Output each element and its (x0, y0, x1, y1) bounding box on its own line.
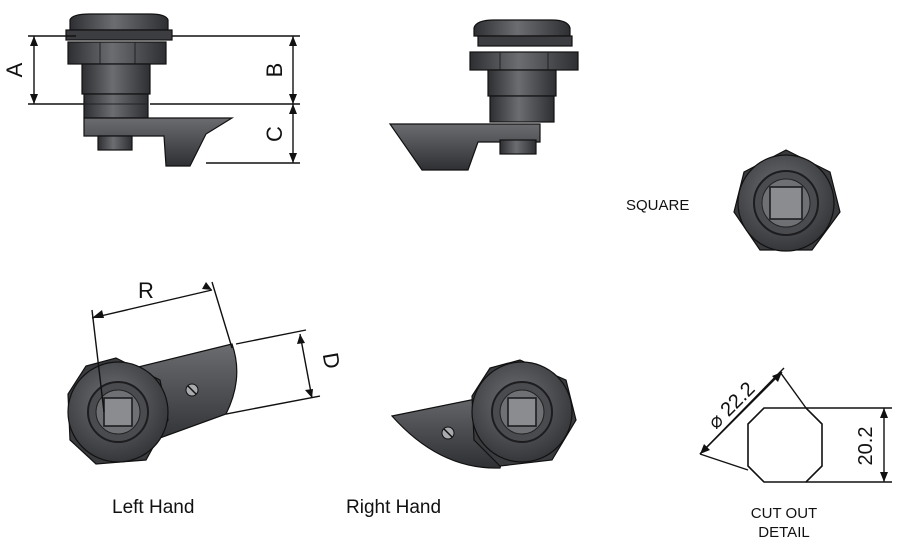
dimension-label-d: D (318, 351, 345, 371)
dimension-d: D (225, 329, 345, 415)
dimension-b-c: B C (150, 35, 300, 164)
left-hand-view (67, 343, 238, 465)
dimension-label-c: C (262, 126, 287, 142)
square-label: SQUARE (626, 197, 689, 214)
cutout-caption-line2: DETAIL (758, 524, 809, 541)
dimension-label-a: A (2, 62, 27, 77)
side-view-left (65, 13, 235, 167)
dimension-a: A (2, 35, 84, 105)
right-hand-caption: Right Hand (346, 497, 441, 518)
square-face-view: SQUARE (626, 149, 841, 252)
dimension-label-b: B (262, 63, 287, 78)
side-view-right (388, 19, 579, 171)
dimension-label-r: R (138, 278, 154, 303)
dimension-r: R (91, 278, 233, 413)
flat-dimension-label: 20.2 (855, 427, 877, 466)
cutout-caption-line1: CUT OUT (751, 505, 817, 522)
right-hand-view (390, 359, 577, 469)
cutout-detail: ⌀ 22.2 20.2 CUT OUT DETAIL (699, 367, 892, 541)
left-hand-caption: Left Hand (112, 497, 194, 518)
